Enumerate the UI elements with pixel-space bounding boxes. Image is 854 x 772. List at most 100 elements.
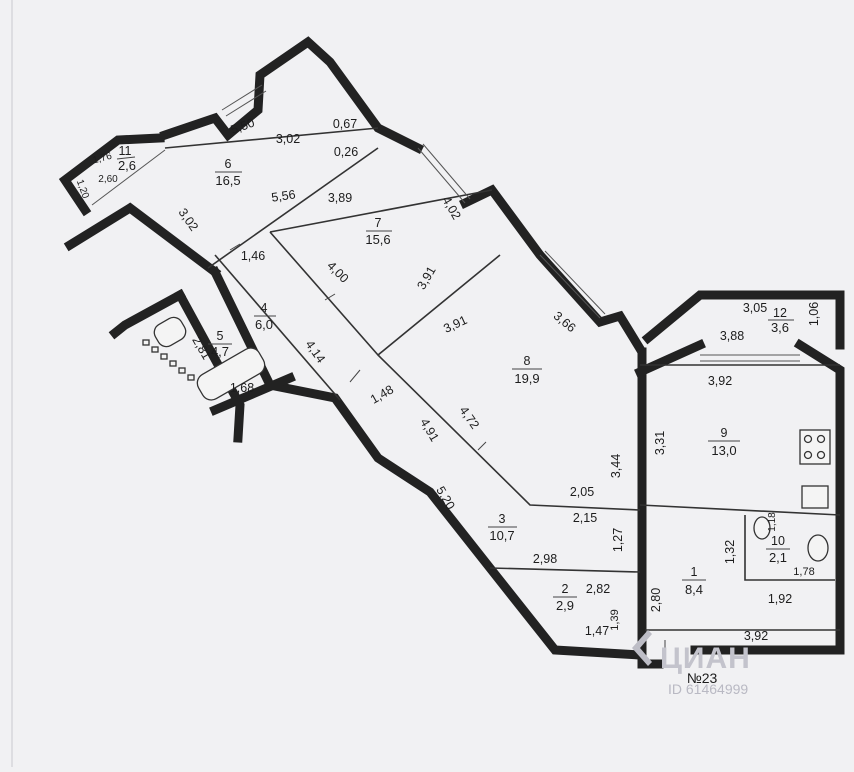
room-3-area: 10,7 [489,528,514,543]
room-8-number: 8 [524,354,531,368]
room-12-area: 3,6 [771,320,789,335]
dim-1-06: 1,06 [807,302,821,326]
partition-8-3 [377,354,641,511]
window-2b [422,143,471,200]
room-2-number: 2 [562,582,569,596]
room-2-area: 2,9 [556,598,574,613]
wc-fixtures [753,516,829,562]
room-1-number: 1 [691,565,698,579]
room-5-number: 5 [217,329,224,343]
window-3a [539,254,601,319]
dim-3-05: 3,05 [743,301,767,315]
balcony-11 [58,133,166,217]
dim-1-39: 1,39 [609,609,621,630]
partition-4 [214,254,341,401]
wall-left-top [63,202,222,279]
stove-icon [799,429,831,465]
dim-1-47: 1,47 [585,624,609,638]
partition-3-2 [489,567,641,573]
room-4-number: 4 [261,301,268,315]
washbasin-icon [753,516,771,540]
watermark-brand: ЦИАН [660,642,751,675]
partition-9-1 [639,504,841,516]
dim-5-56: 5,56 [270,187,296,204]
door-marks [229,243,666,660]
room-9-number: 9 [721,426,728,440]
wall-far-right [690,338,845,655]
dim-2-05: 2,05 [570,485,594,499]
dim-1-46: 1,46 [241,249,265,263]
room-10-area: 2,1 [769,550,787,565]
cian-logo-icon [632,630,652,666]
radiator-icon [142,339,195,381]
wall-balcony-join [634,339,706,378]
balcony-11-wall [58,133,165,217]
partition-6-top [164,127,379,149]
watermark: ЦИАН ID 61464999 [632,630,751,697]
dim-3-92-bottom: 3,92 [744,629,768,643]
dim-2-15: 2,15 [573,511,597,525]
dim-1-27: 1,27 [611,528,625,552]
room-6-number: 6 [225,157,232,171]
dim-2-82: 2,82 [586,582,610,596]
apartment-number: №23 [687,670,718,686]
room-10-number: 10 [771,534,785,548]
room-9-area: 13,0 [711,443,736,458]
wall-bath-bottom [209,372,296,416]
dim-2-60: 2,60 [98,174,118,185]
room-7-area: 15,6 [365,232,390,247]
dim-1-68: 1,68 [230,381,254,395]
watermark-id: ID 61464999 [668,681,748,697]
window-3b [544,250,606,315]
wall-corridor-left [208,265,645,660]
wall-right-lower [637,347,664,669]
wall-bath-right [173,288,245,443]
door-mark-4 [477,441,487,451]
window-2a [417,147,466,204]
dim-1-78: 1,78 [793,566,814,578]
partition-7-top [269,189,493,233]
door-mark-1 [229,243,241,251]
wall-bath-left [108,288,187,340]
room-5-area: 4,7 [211,344,229,359]
toilet-icon [153,316,187,348]
room-8-area: 19,9 [514,371,539,386]
dim-3-31: 3,31 [653,431,667,455]
door-mark-2 [324,293,336,301]
balcony-11-rail [91,149,166,206]
room-7-number: 7 [375,216,382,230]
room-11-area: 2,6 [118,158,136,173]
dim-3-92-top: 3,92 [708,374,732,388]
windows [221,84,606,319]
wall-top [159,36,425,155]
dim-1-32: 1,32 [723,540,737,564]
window-1b [225,90,267,117]
kitchen-sink-icon [801,485,829,509]
dim-2-98: 2,98 [533,552,557,566]
partition-6-7 [207,147,379,269]
inner-walls [164,127,841,631]
room-3-number: 3 [499,512,506,526]
room-12-number: 12 [773,306,787,320]
dim-3-02-top: 3,02 [276,132,300,146]
dim-0-26: 0,26 [334,145,358,159]
bathtub-icon [196,347,266,401]
dim-1-76: 1,76 [92,151,114,167]
kitchen-fixtures [799,429,831,509]
bathroom-fixtures [142,316,266,401]
partition-10 [744,515,835,581]
wc-toilet-icon [807,534,829,562]
dim-3-88: 3,88 [720,329,744,343]
room-labels: 11 2,6 6 16,5 7 15,6 4 6,0 5 4,7 8 19,9 … [116,144,794,613]
dim-0-67: 0,67 [333,117,357,131]
dim-1-92: 1,92 [768,592,792,606]
door-mark-3 [349,369,361,383]
dim-3-44: 3,44 [609,454,623,478]
room-6-area: 16,5 [215,173,240,188]
room-4-area: 6,0 [255,317,273,332]
balcony-12 [641,290,845,362]
balcony-12-wall [641,290,845,350]
